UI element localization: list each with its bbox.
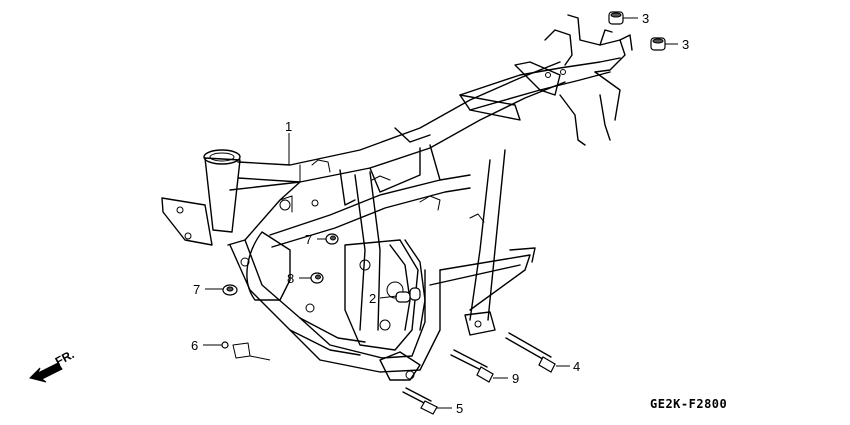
callout-labels: 1 2 3 3 4 5 6 7 7 8 9	[191, 11, 689, 416]
collar-2-icon	[395, 287, 421, 303]
bolt-9-icon	[450, 349, 494, 383]
frame-body-drawing	[161, 14, 633, 381]
nut-3b-icon	[650, 37, 666, 51]
callout-1: 1	[285, 119, 292, 134]
parts-drawing	[221, 11, 666, 415]
callout-9: 9	[512, 371, 519, 386]
nut-3a-icon	[608, 11, 624, 25]
leader-lines	[203, 17, 678, 409]
callout-6: 6	[191, 338, 198, 353]
callout-7a: 7	[305, 232, 312, 247]
bush-8-icon	[310, 272, 324, 284]
bush-7b-icon	[222, 284, 238, 296]
front-arrow-icon	[29, 362, 63, 383]
callout-3a: 3	[642, 11, 649, 26]
callout-5: 5	[456, 401, 463, 416]
front-direction-indicator: FR.	[29, 347, 76, 383]
callout-3b: 3	[682, 37, 689, 52]
callout-7b: 7	[193, 282, 200, 297]
clip-6-icon	[221, 341, 251, 359]
callout-2: 2	[369, 291, 376, 306]
diagram-code: GE2K-F2800	[650, 397, 727, 411]
bush-7a-icon	[325, 233, 339, 245]
callout-4: 4	[573, 359, 580, 374]
bolt-5-icon	[402, 387, 438, 415]
callout-8: 8	[287, 271, 294, 286]
bolt-4-icon	[505, 332, 556, 373]
